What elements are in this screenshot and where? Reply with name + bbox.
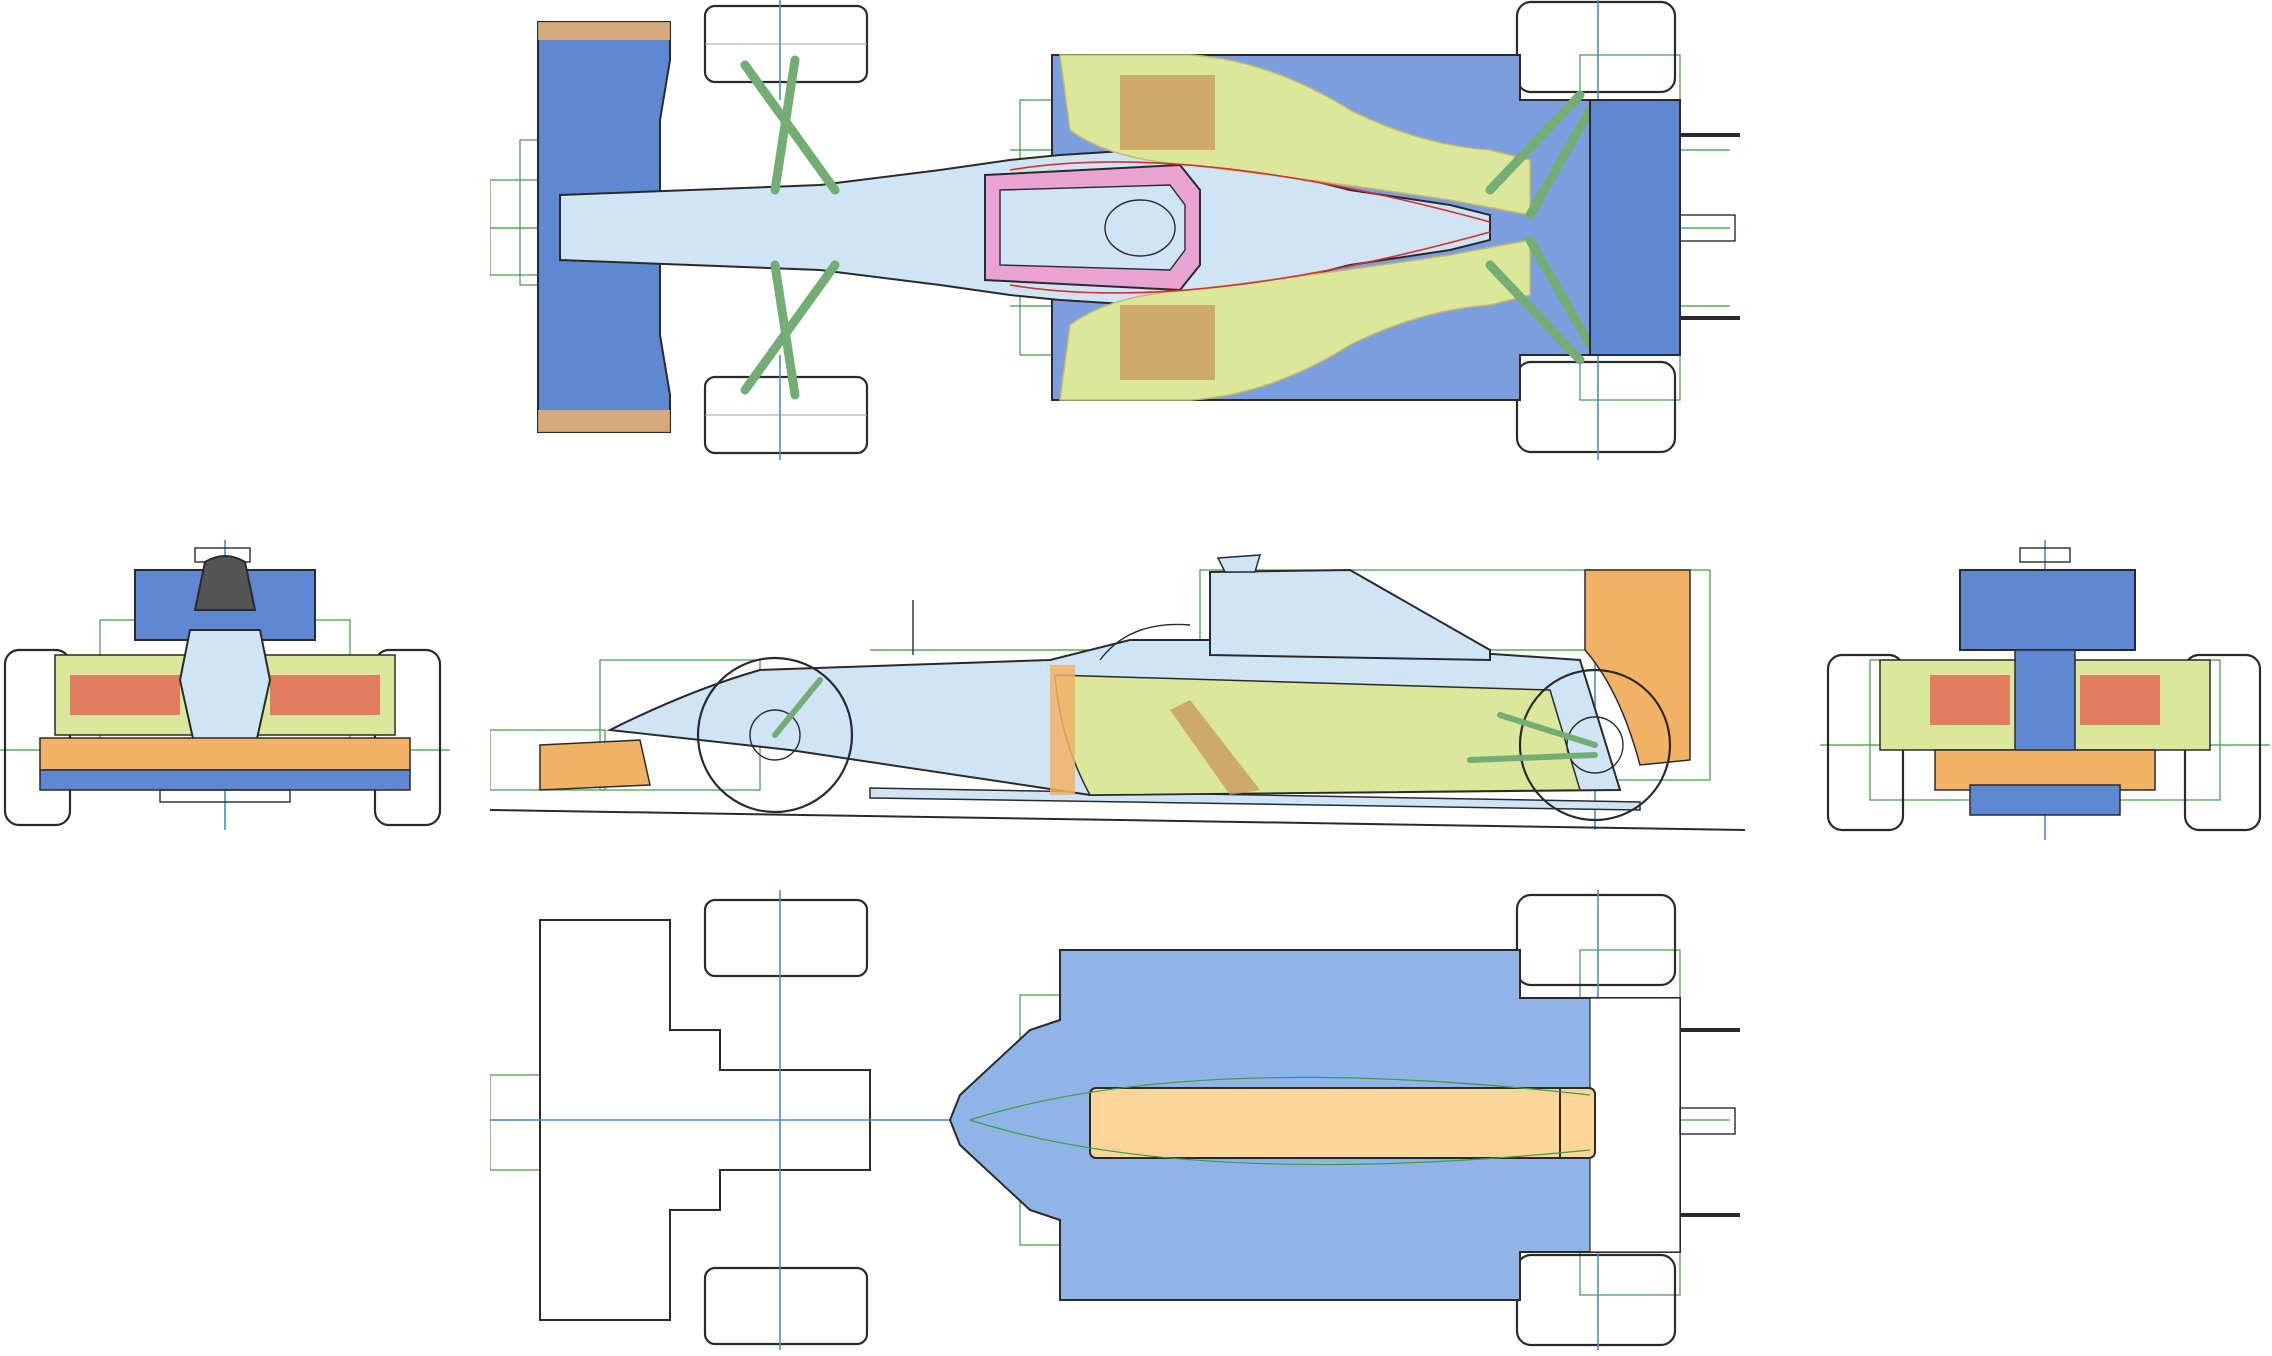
side-rear-wheel xyxy=(1518,668,1672,822)
side-front-wing xyxy=(539,739,651,791)
side-view-drawing xyxy=(490,554,1746,831)
ground-line xyxy=(490,809,1746,831)
plank xyxy=(1089,1087,1596,1159)
airbox xyxy=(193,555,257,611)
rear-view xyxy=(1820,540,2270,840)
front-right-wheel xyxy=(703,355,869,460)
front-suspension xyxy=(740,55,840,400)
top-view xyxy=(490,0,1750,460)
rear-suspension xyxy=(1485,90,1595,365)
front-wing-front xyxy=(39,737,411,771)
front-view-drawing xyxy=(0,540,450,830)
bottom-view xyxy=(490,890,1750,1350)
front-view xyxy=(0,540,450,830)
rear-left-wheel xyxy=(1515,0,1677,110)
bottom-view-drawing xyxy=(490,890,1740,1350)
radiator-right xyxy=(1120,305,1215,380)
front-left-wheel xyxy=(703,0,869,100)
rear-diffuser xyxy=(1934,749,2156,791)
rear-right-wheel xyxy=(1515,350,1677,460)
top-view-drawing xyxy=(490,0,1740,460)
rear-view-drawing xyxy=(1820,540,2270,840)
rear-wing xyxy=(1589,99,1681,356)
side-engine-cover xyxy=(1209,568,1491,662)
side-view xyxy=(490,540,1750,840)
rear-view-wing xyxy=(1959,569,2136,651)
side-front-wheel xyxy=(696,656,854,814)
side-sidepod xyxy=(1054,674,1582,796)
radiator-left xyxy=(1120,75,1215,150)
